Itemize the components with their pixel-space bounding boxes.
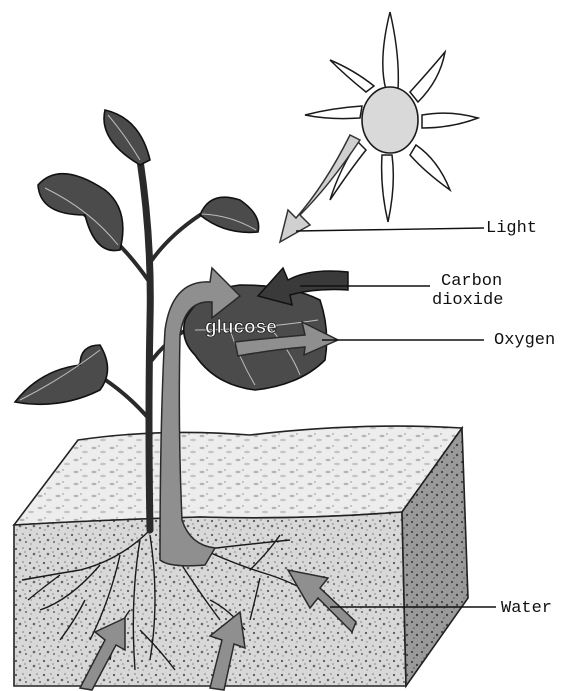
water-label: Water <box>501 599 552 618</box>
leaf-top <box>104 110 150 165</box>
branch-right-upper <box>152 215 200 260</box>
soil-top-surface <box>14 426 462 525</box>
leaf-upper-right <box>200 197 259 232</box>
carbon-dioxide-label-line1: Carbon <box>441 272 502 291</box>
sun <box>305 12 478 222</box>
leaf-lower-left <box>15 345 108 404</box>
light-label: Light <box>486 219 537 238</box>
light-pointer <box>296 228 484 231</box>
light-arrow <box>280 135 360 242</box>
carbon-dioxide-label-line2: dioxide <box>432 291 503 310</box>
sun-disc <box>362 87 418 153</box>
oxygen-label: Oxygen <box>494 331 555 350</box>
leaf-upper-left <box>38 174 123 251</box>
soil-front-face <box>14 512 406 686</box>
glucose-label: glucose <box>205 317 277 338</box>
